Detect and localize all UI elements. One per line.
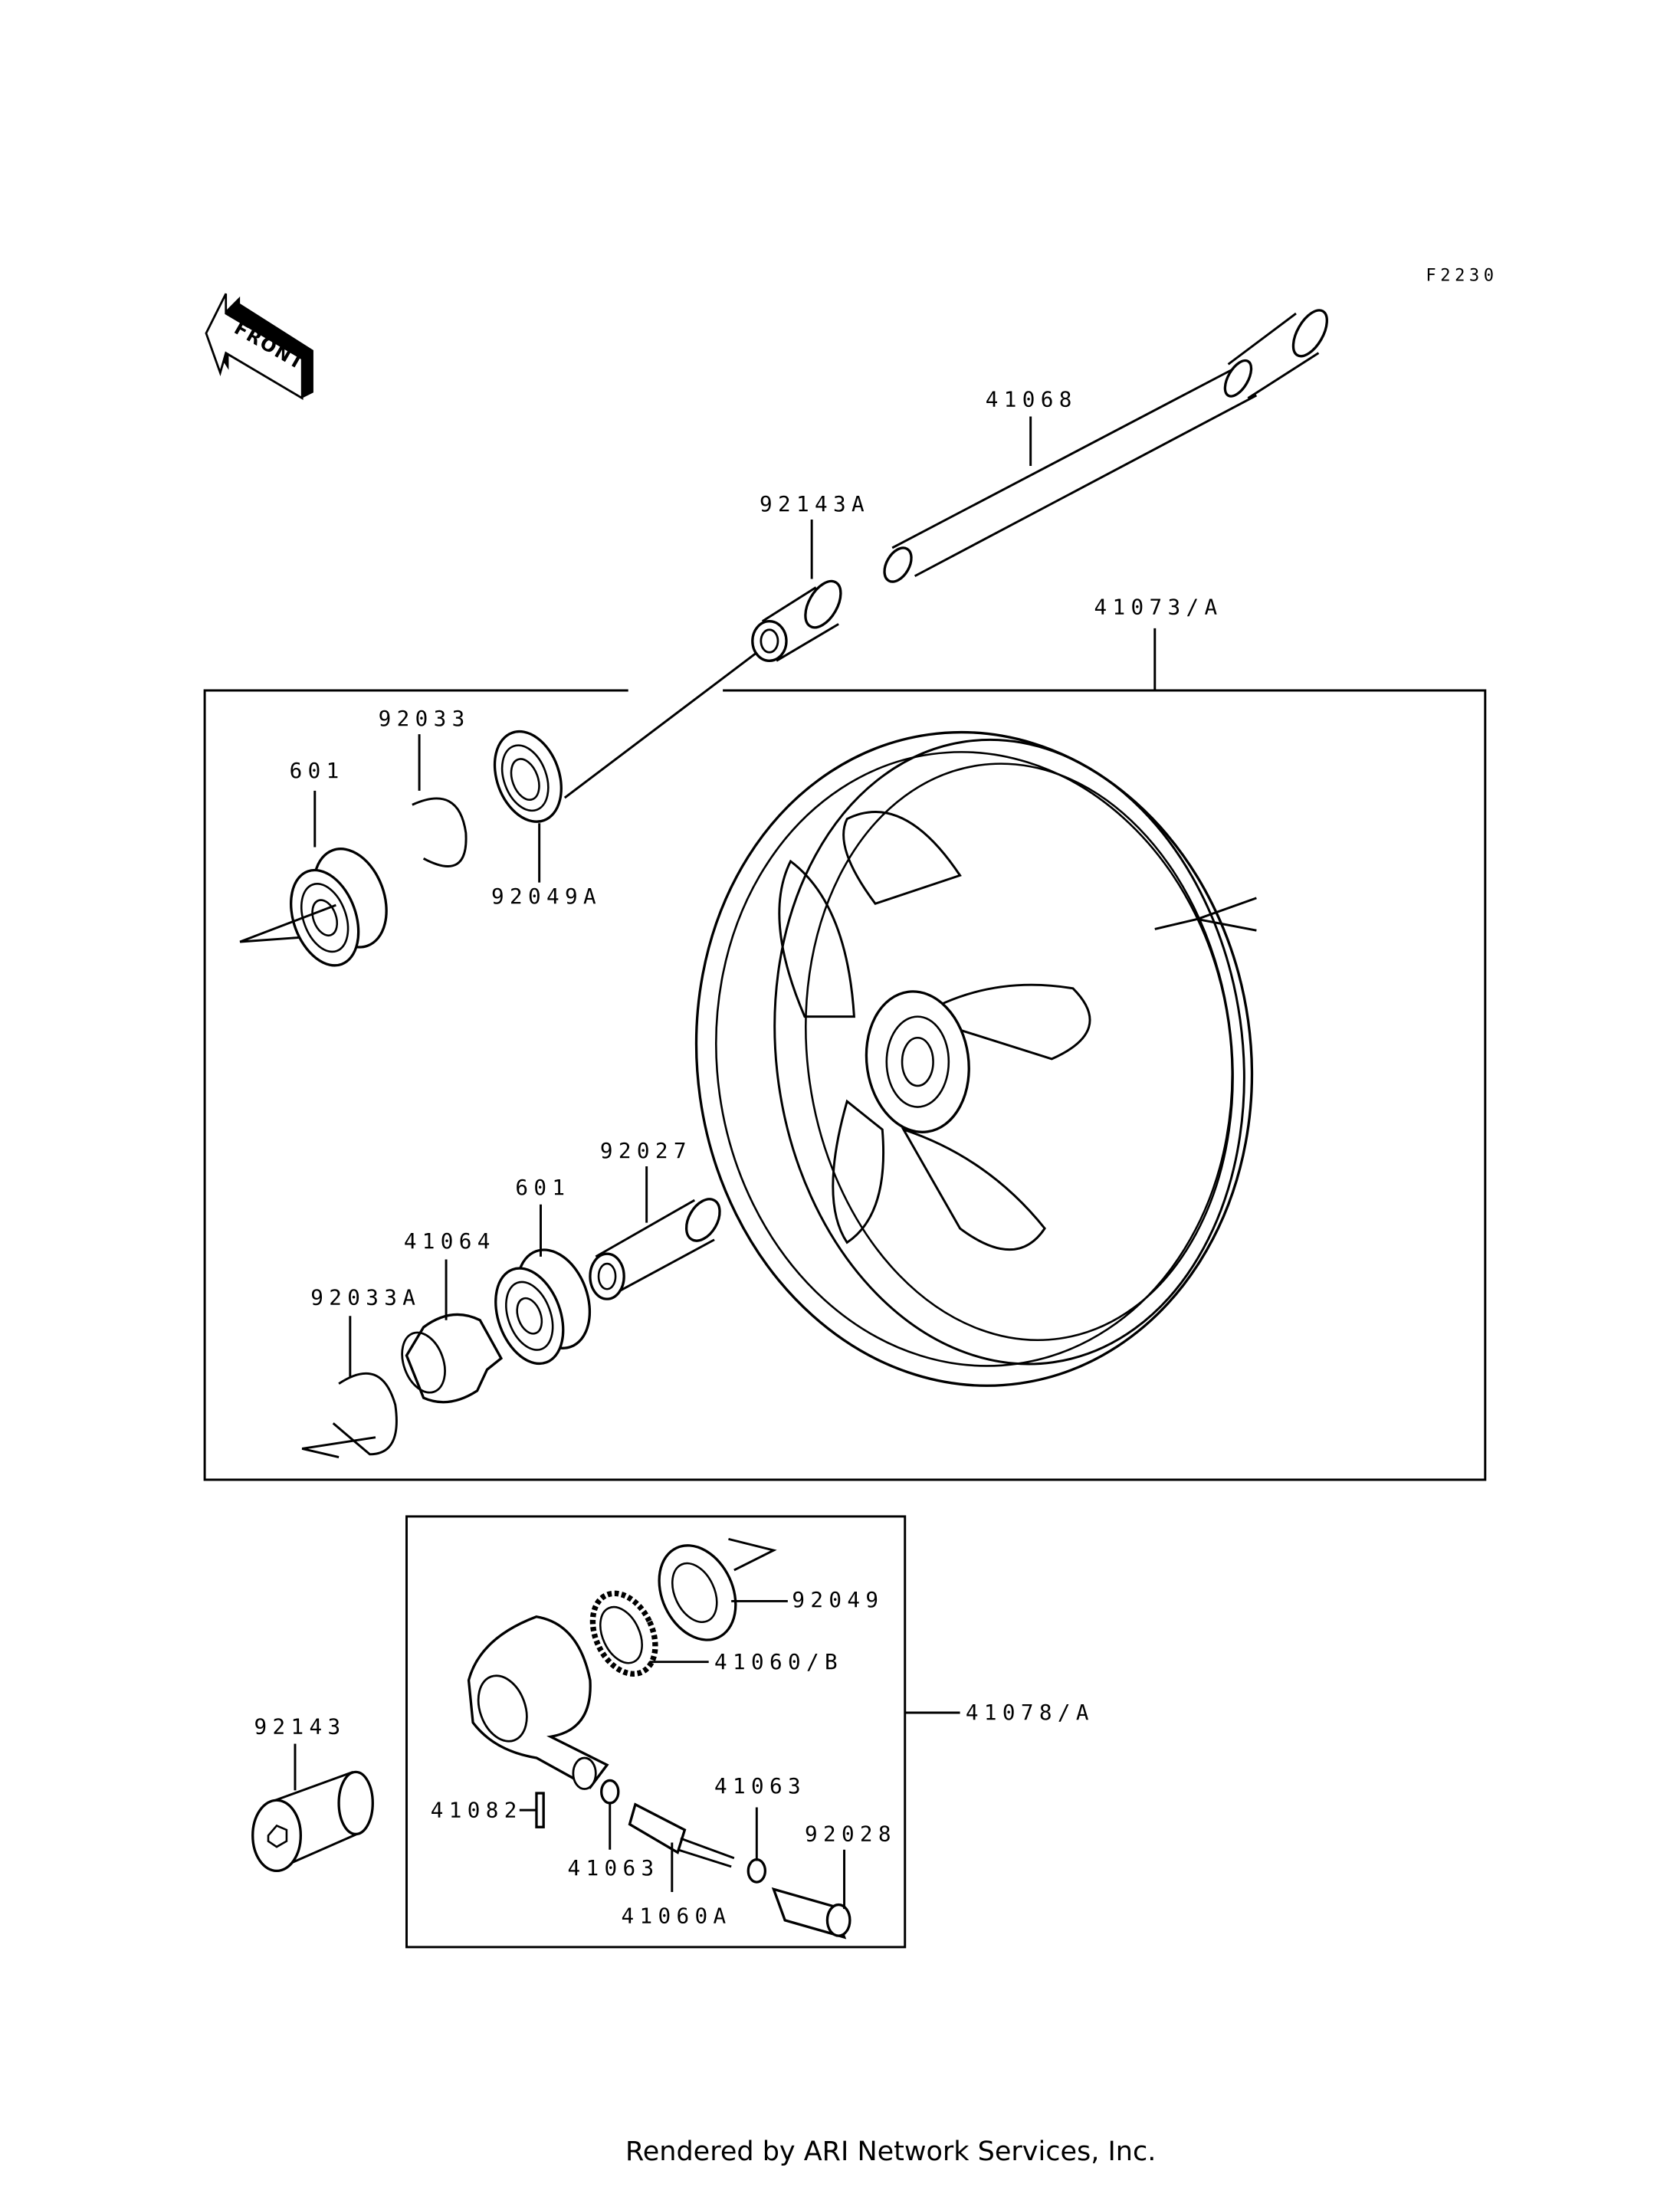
part-gear-41060B[interactable] — [580, 1583, 667, 1684]
axle-centerline — [563, 652, 756, 799]
label-92143[interactable]: 92143 — [254, 1714, 346, 1740]
label-41060A[interactable]: 41060A — [621, 1904, 731, 1929]
label-92027[interactable]: 92027 — [600, 1138, 692, 1163]
label-41060B[interactable]: 41060/B — [714, 1649, 843, 1674]
label-92143A[interactable]: 92143A — [760, 491, 870, 516]
arrow-mark — [301, 1436, 376, 1458]
wheel-assembly-box — [203, 689, 1487, 1481]
label-41082[interactable]: 41082 — [431, 1797, 523, 1822]
label-92033[interactable]: 92033 — [379, 706, 471, 731]
label-41063-right[interactable]: 41063 — [714, 1773, 806, 1799]
label-92049[interactable]: 92049 — [792, 1587, 884, 1612]
label-41063-left[interactable]: 41063 — [567, 1855, 659, 1881]
part-pin-41082[interactable] — [535, 1792, 545, 1828]
part-seal-92049[interactable] — [645, 1533, 750, 1652]
part-washer-41063-left[interactable] — [600, 1779, 620, 1805]
label-41068[interactable]: 41068 — [986, 387, 1078, 412]
part-pinion-41060A[interactable] — [628, 1802, 735, 1868]
label-41073A[interactable]: 41073/A — [1094, 595, 1223, 620]
label-92028[interactable]: 92028 — [805, 1822, 897, 1847]
part-collar-92143[interactable] — [251, 1770, 374, 1873]
label-92049A[interactable]: 92049A — [491, 884, 602, 909]
arrow-mark — [728, 1537, 777, 1572]
part-spacer-92027[interactable] — [589, 1193, 727, 1300]
part-bearing-601-top[interactable] — [279, 838, 400, 975]
label-41064[interactable]: 41064 — [404, 1228, 496, 1254]
part-washer-41063-right[interactable] — [746, 1858, 767, 1884]
front-arrow-icon: FRONT — [205, 293, 313, 401]
part-collar-92143A[interactable] — [751, 575, 848, 662]
part-seal-92049A[interactable] — [483, 722, 573, 831]
part-bushing-92028[interactable] — [771, 1887, 851, 1940]
part-circlip-92033[interactable] — [412, 797, 468, 867]
label-41078A[interactable]: 41078/A — [966, 1700, 1094, 1725]
part-collar-41064[interactable] — [395, 1313, 504, 1404]
arrow-mark — [239, 903, 336, 943]
part-bearing-601-bottom[interactable] — [484, 1240, 603, 1373]
label-601-top[interactable]: 601 — [290, 758, 345, 783]
label-601-bottom[interactable]: 601 — [515, 1175, 570, 1200]
arrow-mark — [1154, 918, 1198, 930]
part-wheel-41073A[interactable] — [655, 696, 1294, 1421]
speedometer-gear-box — [405, 1515, 907, 1949]
part-axle-41068[interactable] — [879, 305, 1334, 586]
part-circlip-92033A[interactable] — [332, 1372, 398, 1456]
part-gear-housing[interactable] — [467, 1615, 609, 1790]
diagram-code: F2230 — [1426, 266, 1498, 286]
footer-credit: Rendered by ARI Network Services, Inc. — [625, 2136, 1156, 2167]
label-92033A[interactable]: 92033A — [310, 1285, 421, 1310]
